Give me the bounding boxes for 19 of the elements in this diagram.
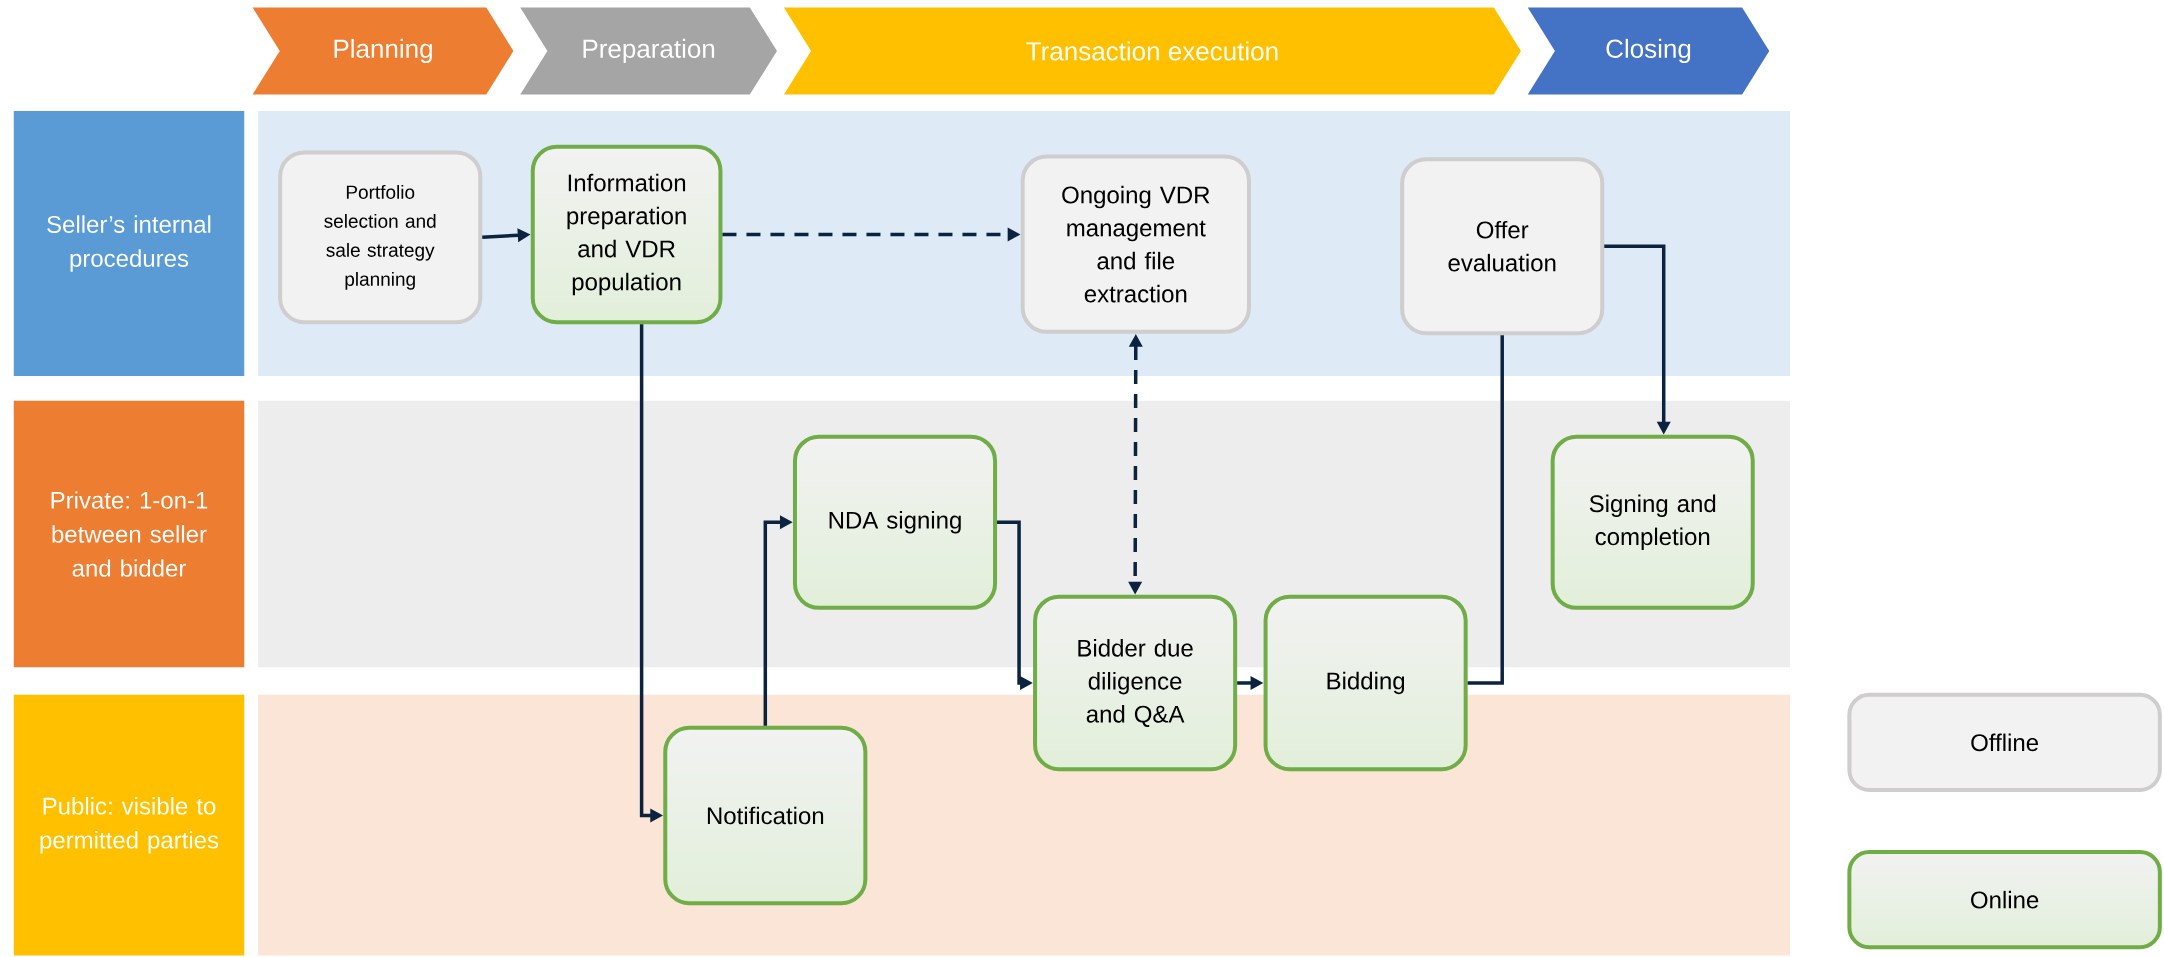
process-box: Bidding bbox=[1263, 594, 1468, 772]
process-box: Signing and completion bbox=[1550, 434, 1755, 610]
process-box: Notification bbox=[663, 725, 868, 906]
phase-header: Closing bbox=[1527, 7, 1770, 95]
connector-line bbox=[1467, 335, 1504, 685]
phase-header: Planning bbox=[252, 7, 514, 95]
lane-label: Private: 1-on-1 between seller and bidder bbox=[13, 400, 245, 668]
process-box: Bidder due diligence and Q&A bbox=[1033, 594, 1238, 772]
process-box: NDA signing bbox=[792, 434, 998, 610]
lane-label: Seller’s internal procedures bbox=[13, 111, 245, 376]
legend-box: Offline bbox=[1847, 692, 2162, 792]
process-box: Offer evaluation bbox=[1400, 157, 1605, 336]
lane-label: Public: visible to permitted parties bbox=[13, 694, 245, 956]
process-box: Portfolio selection and sale strategy planning bbox=[278, 150, 483, 325]
phase-header: Preparation bbox=[520, 7, 777, 95]
legend-box: Online bbox=[1847, 850, 2162, 950]
process-box: Information preparation and VDR population bbox=[530, 144, 723, 325]
process-box: Ongoing VDR management and file extraction bbox=[1020, 154, 1251, 334]
phase-header: Transaction execution bbox=[783, 7, 1521, 95]
